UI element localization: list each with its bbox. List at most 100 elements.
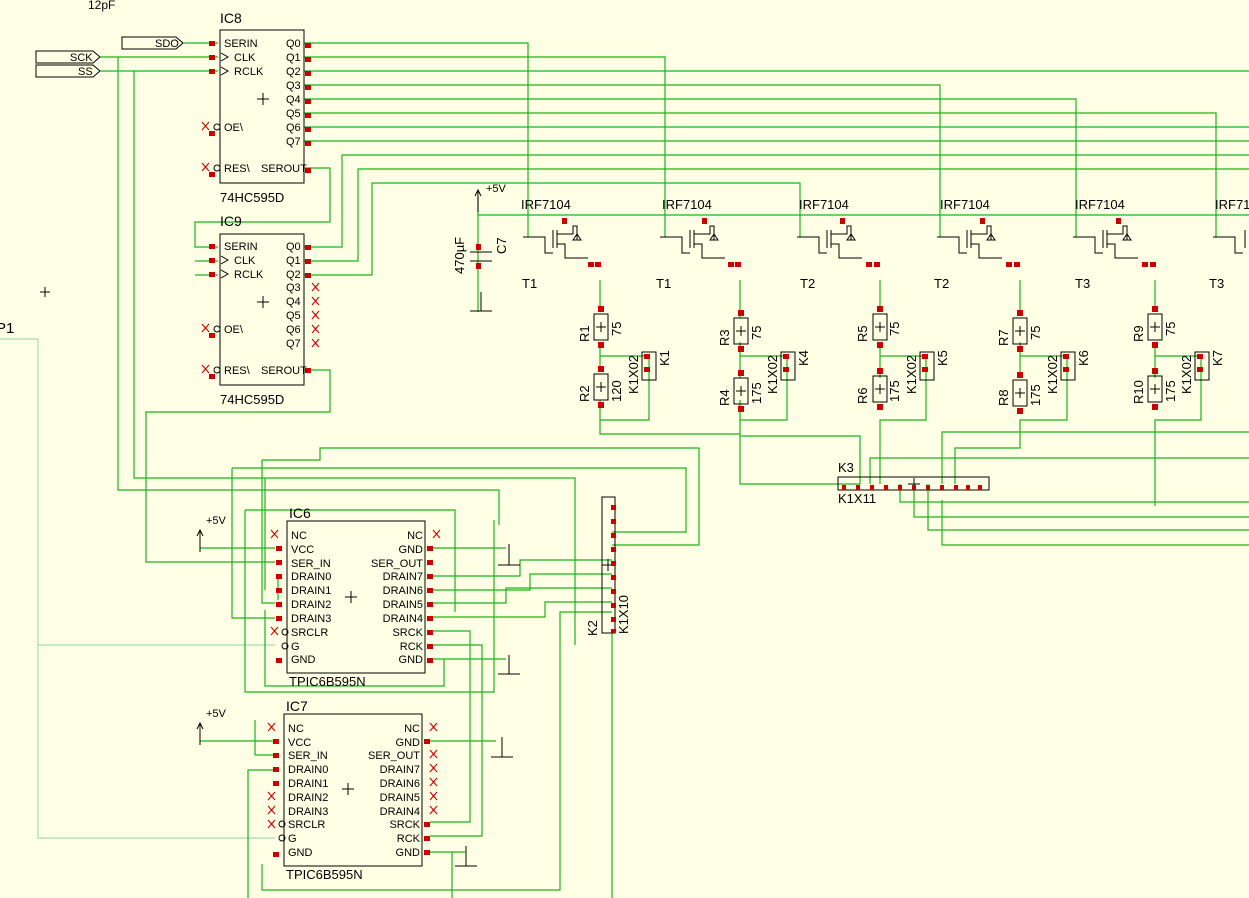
ic8-pin-q5: Q5 — [286, 108, 301, 120]
connector-k7[interactable]: K7 K1X02 — [1179, 350, 1225, 394]
connector-k7-name: K7 — [1210, 350, 1225, 366]
ic7-pin-drain1: DRAIN1 — [288, 778, 328, 790]
mosfet-4-part: IRF7104 — [940, 197, 990, 212]
ic9-part: 74HC595D — [220, 392, 284, 407]
ic6-power-shift-register[interactable]: IC6 TPIC6B595N NC VCC SER_IN DRAIN0 DRAI… — [270, 505, 441, 689]
ic9-pin-serout: SEROUT — [261, 365, 307, 377]
ic9-pin-q7: Q7 — [286, 338, 301, 350]
ic7-pin-drain4: DRAIN4 — [380, 806, 420, 818]
ic7-pin-gnd-right2: GND — [396, 847, 421, 859]
ic9-pin-q3: Q3 — [286, 282, 301, 294]
port-sck-label: SCK — [70, 52, 93, 64]
ic7-pin-nc-left: NC — [288, 723, 304, 735]
connector-k2-name: K2 — [585, 620, 600, 636]
ic6-pin-drain1: DRAIN1 — [291, 585, 331, 597]
resistor-r1[interactable]: R1 75 — [577, 306, 624, 348]
capacitor-c7-name: C7 — [494, 237, 509, 254]
ic8-pin-q6: Q6 — [286, 122, 301, 134]
ic9-pin-q1: Q1 — [286, 255, 301, 267]
resistor-r8[interactable]: R8 175 — [996, 372, 1043, 414]
connector-k5-name: K5 — [935, 350, 950, 366]
resistor-r5-value: 75 — [887, 322, 902, 336]
resistor-r2[interactable]: R2 120 — [577, 366, 624, 408]
ic7-pin-drain0: DRAIN0 — [288, 764, 328, 776]
port-ss[interactable]: SS — [35, 64, 101, 78]
mosfet-6-label: T3 — [1209, 276, 1224, 291]
ic9-name: IC9 — [220, 213, 242, 229]
ic7-name: IC7 — [286, 698, 308, 714]
supply-mosfets-label: +5V — [486, 183, 507, 195]
ic7-pin-ser-in: SER_IN — [288, 750, 328, 762]
mosfet-5[interactable]: IRF7104 T3 — [1073, 197, 1156, 291]
ic8-part: 74HC595D — [220, 190, 284, 205]
ic8-pin-q0: Q0 — [286, 38, 301, 50]
connector-label-p1: P1 — [0, 320, 14, 337]
ic9-pin-q2: Q2 — [286, 269, 301, 281]
wire-net — [0, 42, 1249, 898]
ic6-pin-gnd-left: GND — [291, 654, 316, 666]
resistor-r7-name: R7 — [996, 329, 1011, 346]
ic9-pin-q4: Q4 — [286, 296, 301, 308]
resistor-r9[interactable]: R9 75 — [1131, 306, 1178, 348]
ic6-pin-drain3: DRAIN3 — [291, 613, 331, 625]
ic7-pin-gnd-right: GND — [396, 737, 421, 749]
connector-k2-part: K1X10 — [616, 595, 631, 634]
mosfet-3[interactable]: IRF7104 T2 — [797, 197, 880, 291]
ic6-name: IC6 — [289, 505, 311, 521]
resistor-r8-value: 175 — [1028, 384, 1043, 406]
ic8-pin-q4: Q4 — [286, 94, 301, 106]
ic8-pin-q3: Q3 — [286, 80, 301, 92]
connector-k5-part: K1X02 — [904, 355, 919, 394]
resistor-r10[interactable]: R10 175 — [1131, 368, 1178, 410]
ic9-pin-q0: Q0 — [286, 241, 301, 253]
ic6-pin-rck: RCK — [400, 641, 424, 653]
supply-ic6: +5V — [196, 515, 227, 552]
capacitor-c7[interactable]: C7 470µF — [452, 237, 509, 274]
resistor-r3[interactable]: R3 75 — [717, 310, 764, 352]
port-sdo[interactable]: SDO — [121, 36, 184, 50]
connector-k1-part: K1X02 — [626, 355, 641, 394]
mosfet-6[interactable]: IRF71 T3 — [1209, 197, 1249, 291]
connector-k3[interactable]: K3 K1X11 — [837, 460, 990, 506]
ic9-pin-serin: SERIN — [224, 241, 258, 253]
connector-k4[interactable]: K4 K1X02 — [765, 350, 811, 394]
mosfet-4-label: T2 — [934, 276, 949, 291]
resistor-r10-name: R10 — [1131, 380, 1146, 404]
resistor-r6-value: 175 — [887, 380, 902, 402]
resistor-r5[interactable]: R5 75 — [855, 306, 902, 348]
port-sck[interactable]: SCK — [35, 50, 101, 64]
mosfet-2-part: IRF7104 — [662, 197, 712, 212]
connector-k5[interactable]: K5 K1X02 — [904, 350, 950, 394]
ground-symbols — [455, 292, 520, 867]
capacitor-c7-value: 470µF — [452, 237, 467, 274]
mosfet-1[interactable]: IRF7104 T1 — [521, 197, 601, 291]
ic6-pin-drain6: DRAIN6 — [383, 585, 423, 597]
resistor-r3-value: 75 — [749, 326, 764, 340]
resistor-r2-value: 120 — [609, 380, 624, 402]
ic7-pin-srclr: SRCLR — [288, 819, 325, 831]
mosfet-4[interactable]: IRF7104 T2 — [934, 197, 1020, 291]
mosfet-5-label: T3 — [1075, 276, 1090, 291]
resistor-r6[interactable]: R6 175 — [855, 368, 902, 410]
ic9-shift-register[interactable]: IC9 74HC595D SERIN CLK RCLK OE\ RES\ Q0 … — [201, 213, 320, 407]
ic8-pin-q1: Q1 — [286, 52, 301, 64]
connector-k6[interactable]: K6 K1X02 — [1045, 350, 1091, 394]
connector-k1[interactable]: K1 K1X02 — [626, 350, 672, 394]
ic8-shift-register[interactable]: IC8 74HC595D SERIN CLK RCLK OE\ RES\ Q0 … — [201, 10, 311, 205]
mosfet-5-part: IRF7104 — [1075, 197, 1125, 212]
mosfet-2[interactable]: IRF7104 T1 — [656, 197, 741, 291]
mosfet-3-label: T2 — [800, 276, 815, 291]
ic7-power-shift-register[interactable]: IC7 TPIC6B595N NC VCC SER_IN DRAIN0 DRAI… — [267, 698, 438, 882]
resistor-r1-value: 75 — [609, 322, 624, 336]
ic6-part: TPIC6B595N — [289, 674, 366, 689]
ic6-pin-srclr: SRCLR — [291, 627, 328, 639]
supply-ic7: +5V — [196, 708, 227, 745]
connector-k2[interactable]: K2 K1X10 — [585, 496, 631, 636]
resistor-r4[interactable]: R4 175 — [717, 370, 764, 412]
resistor-r8-name: R8 — [996, 389, 1011, 406]
resistor-r7[interactable]: R7 75 — [996, 310, 1043, 352]
ic6-pin-drain2: DRAIN2 — [291, 599, 331, 611]
ic7-part: TPIC6B595N — [286, 867, 363, 882]
ic7-pin-drain6: DRAIN6 — [380, 778, 420, 790]
mosfet-1-part: IRF7104 — [521, 197, 571, 212]
